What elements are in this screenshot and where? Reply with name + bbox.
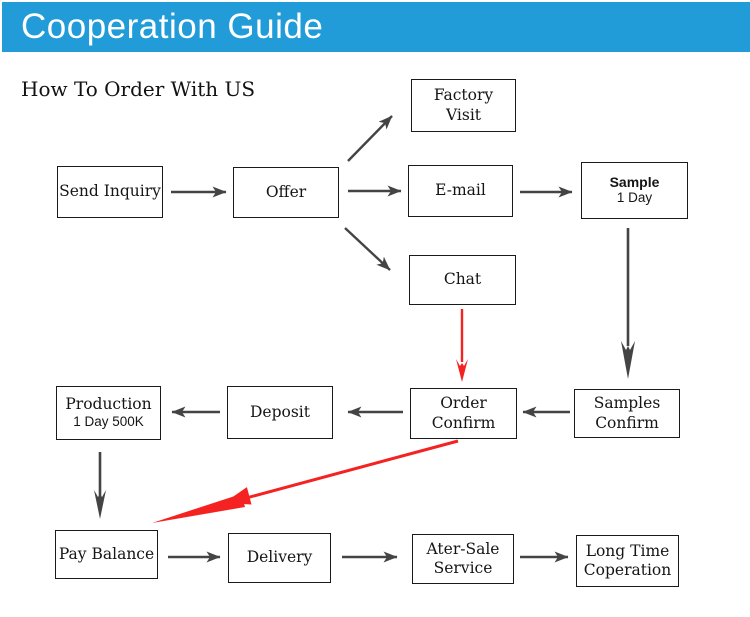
flow-node-sample: Sample 1 Day [581, 162, 688, 219]
node-label: Deposit [250, 402, 310, 421]
flow-node-production: Production 1 Day 500K [56, 386, 161, 440]
node-label: Production [65, 394, 152, 413]
node-label: Send Inquiry [59, 182, 161, 201]
node-label-line2: Service [433, 559, 493, 577]
node-label: Order [440, 394, 487, 413]
flow-node-email: E-mail [408, 165, 513, 217]
arrow-production-to-pay-balance-head [94, 490, 106, 519]
node-label: Chat [443, 270, 482, 289]
node-sublabel: 1 Day [616, 190, 653, 206]
flow-node-delivery: Delivery [228, 533, 331, 583]
arrow-offer-to-factory-visit [347, 115, 393, 162]
flow-node-deposit: Deposit [227, 386, 333, 439]
flow-node-factory-visit: Factory Visit [411, 79, 516, 132]
flow-node-ater-sale-service: Ater-Sale Service [412, 534, 514, 584]
node-label-line2: Confirm [595, 413, 659, 432]
flow-node-order-confirm: Order Confirm [410, 388, 517, 439]
flow-node-pay-balance: Pay Balance [55, 530, 158, 579]
flow-node-long-time-coperation: Long Time Coperation [576, 535, 679, 587]
node-label: Long Time [585, 541, 670, 560]
node-label: Pay Balance [58, 544, 155, 563]
node-label-line2: Coperation [583, 561, 672, 579]
header-bar: Cooperation Guide [2, 2, 750, 52]
node-label-line2: Visit [445, 105, 482, 124]
arrow-offer-to-chat [344, 227, 391, 271]
flow-node-chat: Chat [409, 255, 516, 305]
node-label: Samples [593, 394, 661, 413]
page-title: Cooperation Guide [21, 7, 324, 46]
node-label: Sample [609, 173, 660, 190]
node-label: E-mail [435, 181, 486, 200]
arrow-sample-to-samples-confirm-head [621, 341, 635, 379]
page-subtitle: How To Order With US [21, 77, 256, 101]
node-sublabel: 1 Day 500K [73, 414, 144, 430]
node-label-line2: Confirm [431, 413, 496, 432]
node-label: Delivery [246, 548, 313, 567]
flow-node-offer: Offer [233, 167, 339, 218]
arrow-order-confirm-to-pay-balance-tail [152, 494, 245, 523]
node-label: Factory [433, 86, 494, 105]
flow-node-send-inquiry: Send Inquiry [57, 166, 163, 218]
node-label: Ater-Sale [426, 539, 500, 558]
arrow-chat-to-order-confirm-head [456, 359, 468, 382]
flow-node-samples-confirm: Samples Confirm [574, 389, 680, 438]
arrow-order-confirm-to-pay-balance [234, 439, 459, 503]
node-label: Offer [265, 182, 307, 201]
